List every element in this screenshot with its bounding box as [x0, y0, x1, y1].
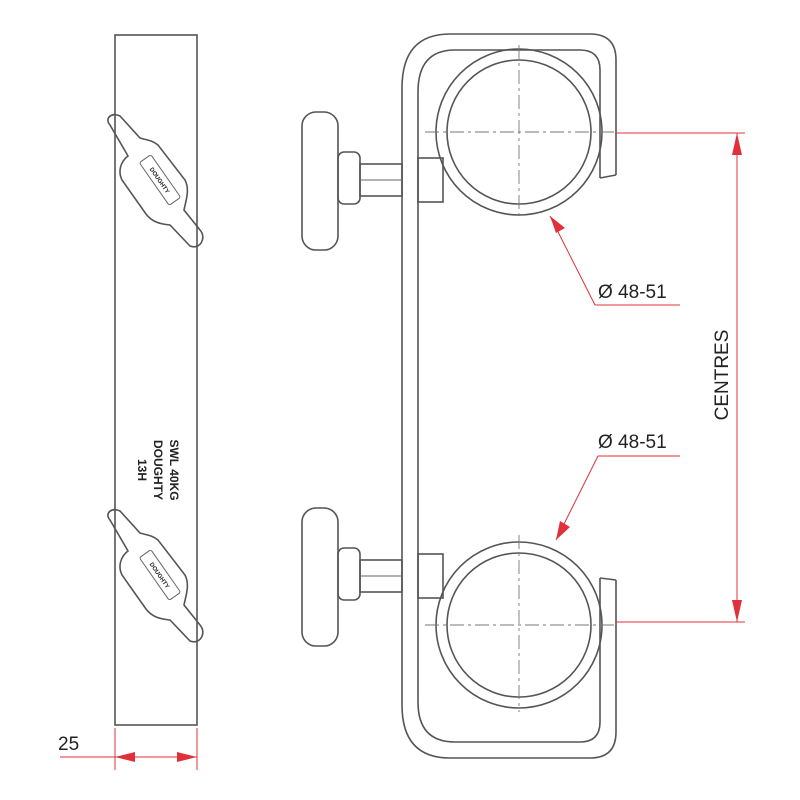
side-view: DOUGHTY 13H DOUGHTY SWL 40KG DOUGHTY 25 [58, 34, 204, 770]
bracket-outer [401, 33, 617, 759]
width-dimension: 25 [58, 728, 198, 770]
knob-bottom [301, 507, 444, 647]
plate-text: 13H DOUGHTY SWL 40KG [135, 439, 181, 500]
plate-line-2: DOUGHTY [151, 440, 165, 500]
front-view: Ø 48-51 Ø 48-51 CENTRES [301, 33, 745, 759]
wing-handle-top: DOUGHTY [107, 113, 204, 248]
centres-dimension: CENTRES [616, 132, 745, 623]
wing-handle-bottom: DOUGHTY [107, 508, 204, 643]
diameter-label-bottom: Ø 48-51 [598, 432, 667, 453]
diameter-callout-top: Ø 48-51 [549, 215, 680, 306]
centres-label: CENTRES [712, 330, 733, 421]
tube-bottom [425, 535, 615, 712]
side-bar [114, 34, 198, 726]
tube-top [425, 45, 615, 220]
diameter-label-top: Ø 48-51 [598, 282, 667, 303]
knob-top [301, 111, 444, 251]
bracket-inner [417, 49, 601, 743]
diameter-callout-bottom: Ø 48-51 [555, 432, 680, 541]
width-label: 25 [58, 734, 79, 755]
plate-line-1: 13H [135, 459, 149, 481]
plate-line-3: SWL 40KG [167, 439, 181, 500]
